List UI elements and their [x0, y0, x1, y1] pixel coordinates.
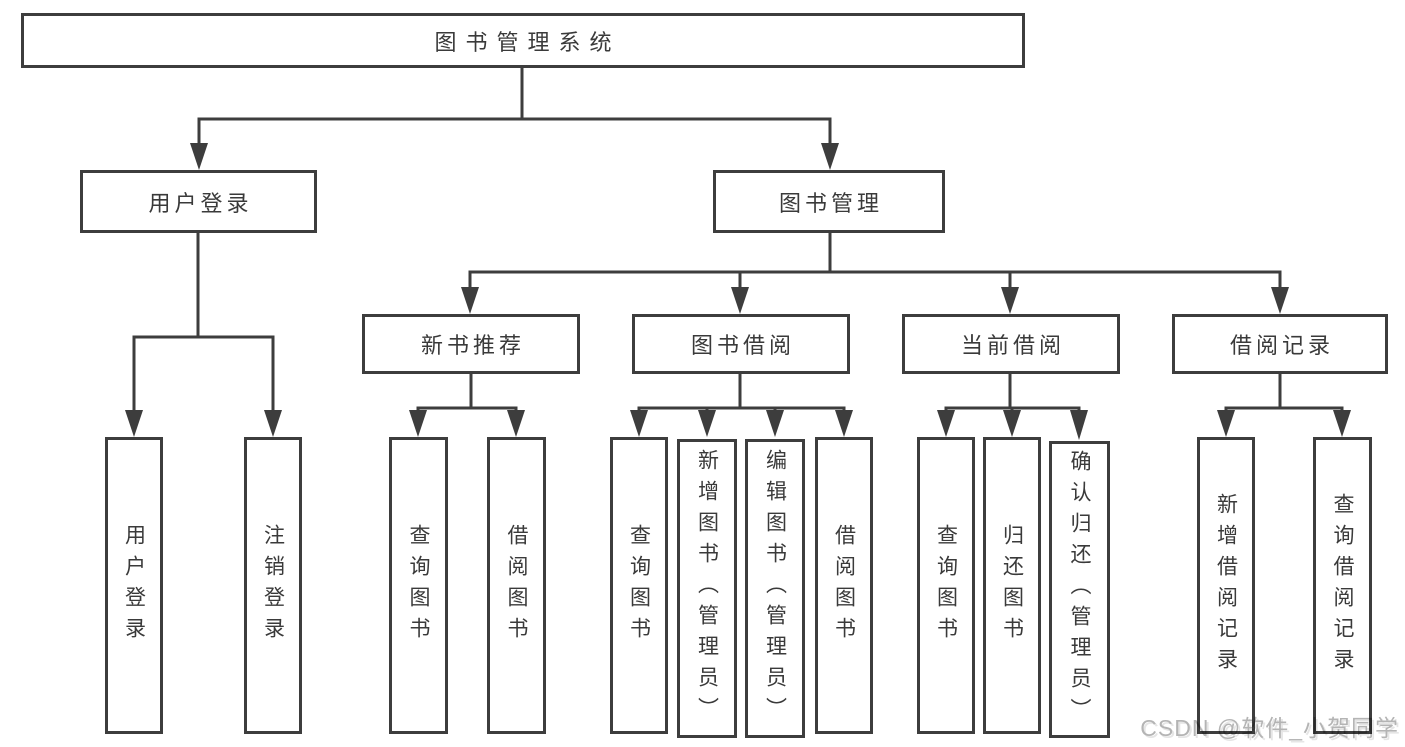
node-label: 查询图书 [407, 523, 430, 648]
node-label: 借阅记录 [1229, 333, 1334, 358]
arrowheads [125, 143, 1351, 440]
csdn-watermark: CSDN @软件_小贺同学 [1140, 715, 1399, 741]
leaf-borrow-books-recommend: 借阅图书 [487, 437, 546, 734]
connector-borrowing-records [1224, 374, 1344, 414]
connector-book-borrowing [637, 374, 846, 414]
node-label: 编辑图书（管理员） [763, 449, 787, 728]
leaf-borrow-books-borrowing: 借阅图书 [815, 437, 873, 734]
node-label: 用户登录 [148, 190, 253, 216]
node-user-login: 用户登录 [80, 170, 317, 233]
node-book-borrowing: 图书借阅 [632, 314, 850, 374]
node-label: 查询图书 [934, 523, 958, 648]
leaf-edit-book-admin: 编辑图书（管理员） [745, 439, 805, 738]
connector-new-book-recommendation [416, 374, 518, 414]
node-label: 当前借阅 [960, 333, 1065, 358]
node-book-management: 图书管理 [713, 170, 945, 233]
leaf-return-book: 归还图书 [983, 437, 1041, 734]
leaf-query-books-borrowing: 查询图书 [610, 437, 668, 734]
node-new-book-recommendation: 新书推荐 [362, 314, 580, 374]
node-label: 新书推荐 [420, 333, 525, 358]
leaf-query-books-recommend: 查询图书 [389, 437, 448, 734]
node-label: 归还图书 [1000, 523, 1024, 648]
node-label: 确认归还（管理员） [1068, 450, 1091, 729]
connector-book-management [468, 233, 1282, 291]
node-label: 图书借阅 [690, 333, 795, 358]
leaf-add-book-admin: 新增图书（管理员） [677, 439, 737, 738]
leaf-logout: 注销登录 [244, 437, 302, 734]
node-label: 图书管理 [778, 190, 883, 216]
node-label: 图书管理系统 [434, 29, 621, 55]
leaf-query-borrow-record: 查询借阅记录 [1313, 437, 1372, 734]
node-label: 注销登录 [261, 523, 285, 648]
node-borrowing-records: 借阅记录 [1172, 314, 1388, 374]
node-library-management-system: 图书管理系统 [21, 13, 1025, 68]
leaf-user-login: 用户登录 [105, 437, 163, 734]
connector-user-login [132, 232, 275, 414]
node-current-borrowing: 当前借阅 [902, 314, 1120, 374]
leaf-confirm-return-admin: 确认归还（管理员） [1049, 441, 1110, 738]
connector-current-borrowing [944, 374, 1081, 414]
node-label: 查询借阅记录 [1331, 492, 1354, 679]
node-label: 借阅图书 [832, 523, 856, 648]
node-label: 借阅图书 [505, 523, 528, 648]
node-label: 查询图书 [627, 523, 651, 648]
connector-root [197, 68, 832, 147]
node-label: 用户登录 [122, 523, 146, 648]
leaf-query-books-current: 查询图书 [917, 437, 975, 734]
node-label: 新增借阅记录 [1214, 492, 1238, 679]
node-label: 新增图书（管理员） [695, 449, 719, 728]
leaf-add-borrow-record: 新增借阅记录 [1197, 437, 1255, 734]
